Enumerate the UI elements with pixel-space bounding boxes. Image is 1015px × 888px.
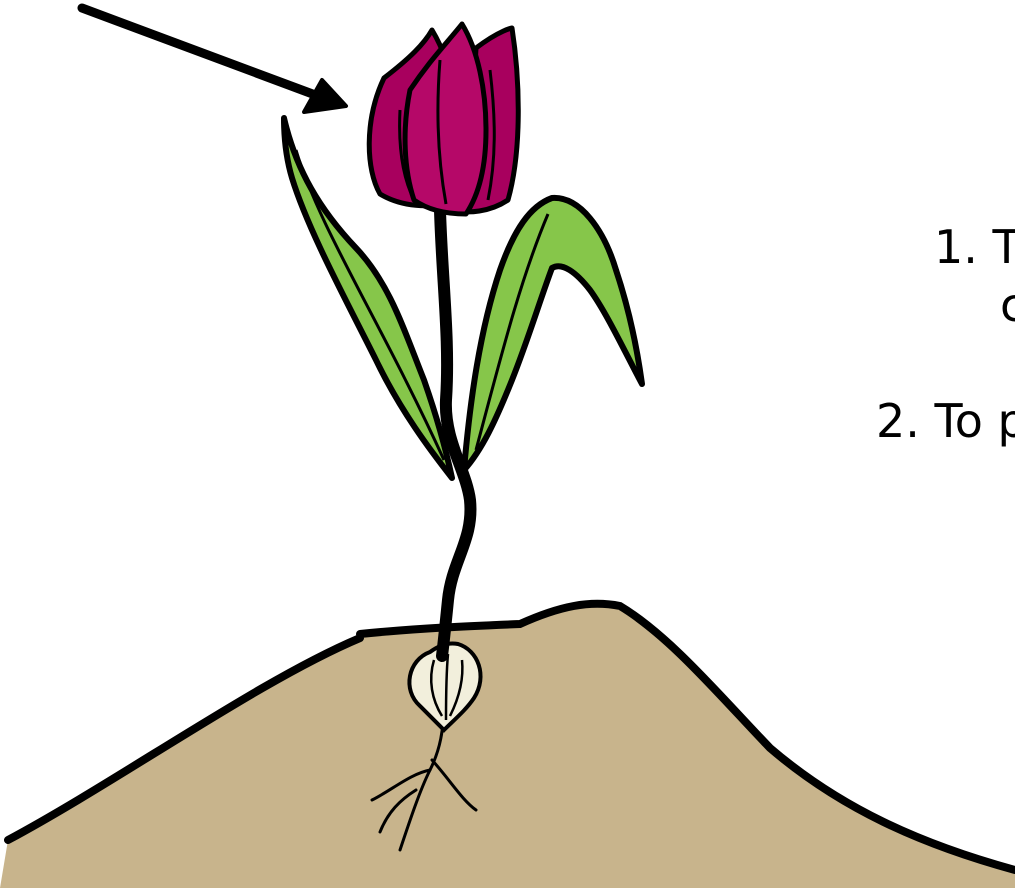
- caption-line-1: 1. The f: [934, 224, 1015, 270]
- caption-line-4: 2. To pro: [876, 398, 1015, 444]
- caption-block: 1. The f colou c 2. To pro: [800, 0, 1015, 888]
- caption-line-2: colou: [1000, 282, 1015, 328]
